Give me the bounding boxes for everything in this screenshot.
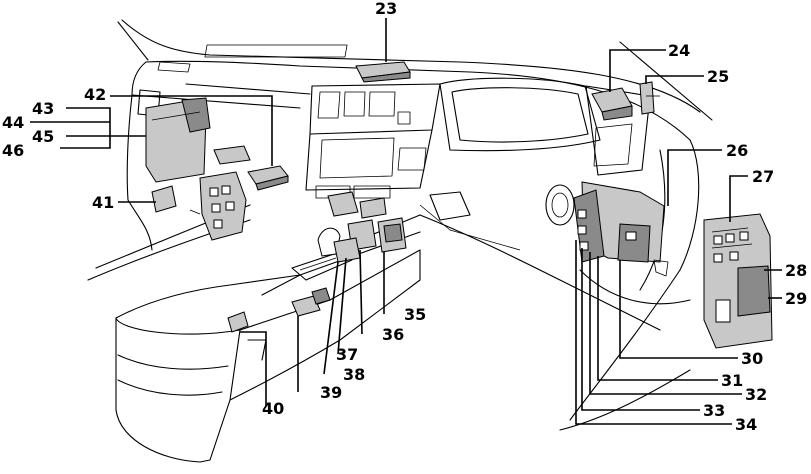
callout-34: 34 [735, 415, 757, 434]
callout-41: 41 [92, 193, 114, 212]
callout-33: 33 [703, 401, 725, 420]
callout-27: 27 [752, 167, 774, 186]
callout-25: 25 [707, 67, 729, 86]
callout-26: 26 [726, 141, 748, 160]
callout-36: 36 [382, 325, 404, 344]
leader-lines [30, 18, 782, 425]
callout-labels: 23 24 25 26 27 28 29 30 31 32 33 34 35 3… [2, 0, 807, 434]
components [145, 61, 773, 349]
callout-38: 38 [343, 365, 365, 384]
callout-37: 37 [336, 345, 358, 364]
callout-32: 32 [745, 385, 767, 404]
callout-30: 30 [741, 349, 763, 368]
callout-44: 44 [2, 113, 24, 132]
callout-43: 43 [32, 99, 54, 118]
callout-29: 29 [785, 289, 807, 308]
callout-24: 24 [668, 41, 690, 60]
callout-35: 35 [404, 305, 426, 324]
callout-46: 46 [2, 141, 24, 160]
callout-39: 39 [320, 383, 342, 402]
callout-40: 40 [262, 399, 284, 418]
callout-31: 31 [721, 371, 743, 390]
callout-28: 28 [785, 261, 807, 280]
center-console [115, 227, 421, 463]
callout-23: 23 [375, 0, 397, 18]
callout-45: 45 [32, 127, 54, 146]
callout-42: 42 [84, 85, 106, 104]
